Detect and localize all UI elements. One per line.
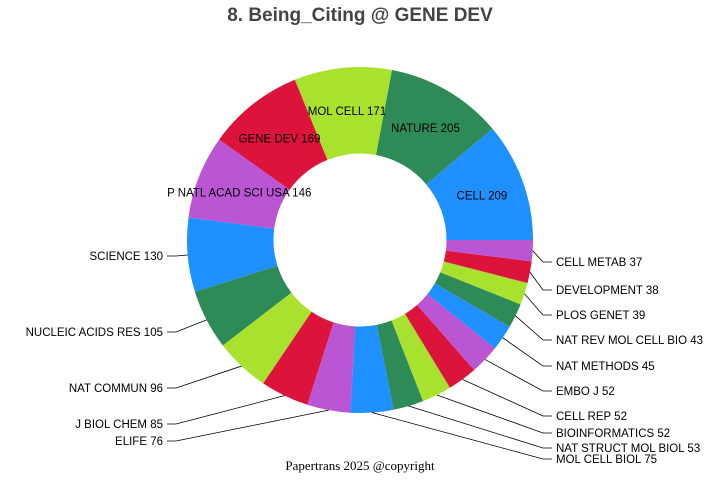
callout-label-embo-j: EMBO J 52 (556, 386, 615, 398)
pie-slice-plos-genet (440, 261, 528, 305)
copyright-footer: Papertrans 2025 @copyright (285, 458, 435, 473)
pie-slice-bioinformatics (391, 313, 450, 402)
pie-slice-elife (307, 322, 356, 413)
callout-line-cell-metab (532, 250, 552, 263)
pie-slice-nat-rev-mol-cell-bio (434, 272, 521, 327)
callout-label-cell-metab: CELL METAB 37 (556, 257, 642, 269)
pie-slice-cell-metab (445, 240, 533, 262)
callout-label-mol-cell-biol: MOL CELL BIOL 75 (556, 454, 657, 466)
callout-label-cell-rep: CELL REP 52 (556, 411, 627, 423)
pie-slice-mol-cell-biol (350, 324, 394, 414)
pie-slice-embo-j (417, 294, 495, 370)
callout-line-nat-rev-mol-cell-bio (515, 315, 552, 341)
callout-line-mol-cell-biol (372, 412, 552, 460)
pie-slice-nat-struct-mol-biol (376, 320, 424, 410)
callout-line-nat-struct-mol-biol (408, 405, 552, 449)
callout-line-j-biol-chem (167, 395, 285, 425)
pie-slice-nucleic-acids-res (194, 265, 292, 346)
callout-label-science: SCIENCE 130 (89, 251, 163, 263)
callout-label-elife: ELIFE 76 (115, 436, 163, 448)
callout-line-embo-j (484, 359, 552, 392)
pie-slice-nature (375, 69, 493, 185)
callout-label-nucleic-acids-res: NUCLEIC ACIDS RES 105 (26, 327, 163, 339)
callout-label-j-biol-chem: J BIOL CHEM 85 (75, 419, 163, 431)
callout-label-bioinformatics: BIOINFORMATICS 52 (556, 428, 670, 440)
pie-slice-gene-dev (219, 79, 328, 190)
pie-slice-science (187, 217, 278, 292)
callout-label-nat-struct-mol-biol: NAT STRUCT MOL BIOL 53 (556, 443, 700, 455)
slice-label-cell: CELL 209 (457, 191, 508, 203)
callout-label-development: DEVELOPMENT 38 (556, 285, 659, 297)
pie-slice-development (443, 250, 532, 283)
callout-line-bioinformatics (436, 394, 552, 434)
callout-line-elife (167, 409, 329, 442)
pie-slice-nat-commun (222, 292, 312, 384)
callout-line-nucleic-acids-res (167, 319, 207, 333)
slice-label-mol-cell: MOL CELL 171 (308, 106, 386, 118)
pie-slice-nat-methods (427, 283, 510, 349)
slice-label-gene-dev: GENE DEV 169 (239, 133, 321, 145)
chart-title: 8. Being_Citing @ GENE DEV (227, 5, 493, 26)
callout-line-nat-methods (502, 337, 552, 367)
callout-line-cell-rep (462, 379, 552, 417)
pie-slice-cell (426, 128, 533, 240)
callout-line-nat-commun (167, 365, 242, 389)
callout-line-plos-genet (524, 293, 552, 316)
pie-slice-cell-rep (404, 304, 475, 388)
slice-label-nature: NATURE 205 (391, 123, 460, 135)
pie-slice-mol-cell (294, 66, 392, 160)
slice-label-p-natl-acad-sci-usa: P NATL ACAD SCI USA 146 (167, 188, 311, 200)
callout-label-nat-methods: NAT METHODS 45 (556, 361, 655, 373)
callout-label-plos-genet: PLOS GENET 39 (556, 310, 645, 322)
callout-line-science (167, 254, 188, 257)
pie-slice-p-natl-acad-sci-usa (188, 139, 290, 229)
pie-slice-j-biol-chem (263, 311, 334, 405)
callout-line-development (529, 271, 552, 291)
callout-label-nat-commun: NAT COMMUN 96 (69, 383, 163, 395)
callout-label-nat-rev-mol-cell-bio: NAT REV MOL CELL BIO 43 (556, 335, 703, 347)
